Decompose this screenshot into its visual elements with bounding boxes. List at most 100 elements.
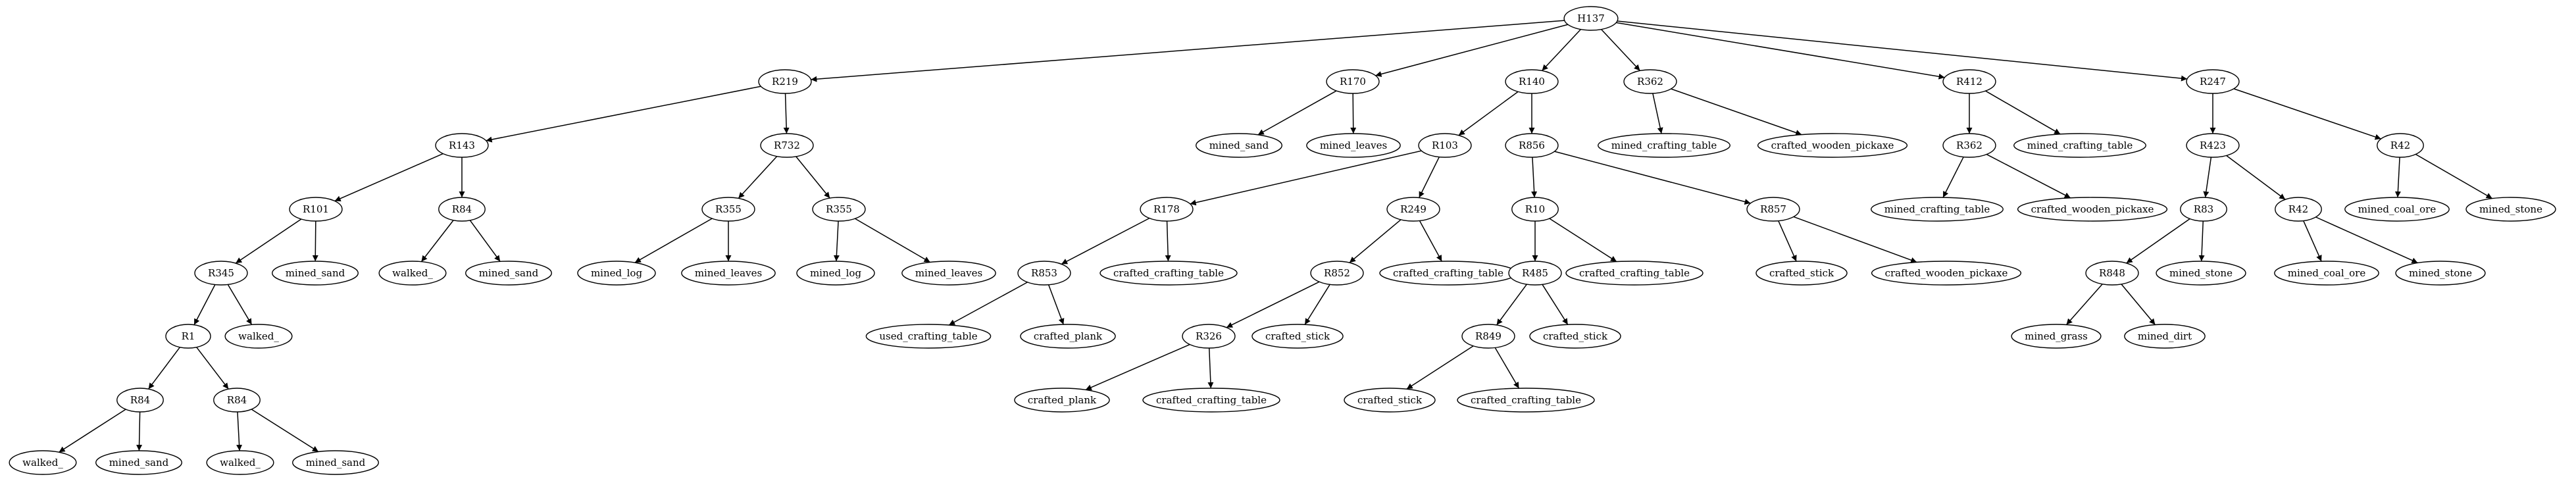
- node-label: R249: [1400, 203, 1427, 215]
- node-label: mined_sand: [306, 457, 366, 468]
- node-label: walked_: [22, 457, 63, 468]
- edge-n25-to-n46: [1549, 218, 1617, 263]
- node-ellipse: [438, 197, 486, 222]
- node-label: crafted_crafting_table: [1113, 267, 1224, 279]
- node-label: mined_stone: [2169, 267, 2233, 279]
- node-ellipse: [435, 133, 489, 158]
- node-r103: R103: [1418, 133, 1472, 158]
- node-ellipse: [165, 324, 211, 349]
- node-label: R1: [182, 330, 195, 342]
- node-ellipse: [758, 69, 812, 94]
- edge-n57-to-n66: [1207, 347, 1214, 389]
- node-crafted-stick: crafted_stick: [1344, 388, 1436, 413]
- edge-n63-to-n69: [59, 409, 126, 453]
- node-label: crafted_crafting_table: [1393, 267, 1503, 279]
- node-label: crafted_crafting_table: [1579, 267, 1690, 279]
- node-label: R143: [449, 139, 475, 151]
- node-r42: R42: [2377, 133, 2424, 158]
- edge-n22-to-n40: [855, 218, 930, 263]
- node-ellipse: [1099, 261, 1238, 286]
- node-label: R853: [1031, 267, 1057, 279]
- node-label: R84: [227, 394, 247, 406]
- node-r101: R101: [289, 197, 343, 222]
- node-r84: R84: [213, 388, 261, 413]
- node-crafted-crafting-table: crafted_crafting_table: [1099, 261, 1238, 286]
- node-r485: R485: [1508, 261, 1562, 286]
- node-ellipse: [1565, 261, 1704, 286]
- edge-n20-to-n35: [420, 220, 454, 263]
- edge-n33-to-n54: [227, 284, 253, 325]
- node-r84: R84: [438, 197, 486, 222]
- node-label: mined_log: [810, 267, 861, 279]
- edge-n21-to-n37: [634, 218, 713, 263]
- edge-n0-to-n6: [1617, 20, 2188, 82]
- node-ellipse: [1563, 6, 1619, 31]
- node-mined-log: mined_log: [796, 261, 875, 286]
- edge-n15-to-n27: [1942, 157, 1964, 198]
- edge-n30-to-n52: [2315, 216, 2418, 264]
- node-label: R178: [1153, 203, 1180, 215]
- node-r853: R853: [1017, 261, 1071, 286]
- node-mined-sand: mined_sand: [95, 450, 182, 475]
- node-crafted-wooden-pickaxe: crafted_wooden_pickaxe: [1757, 133, 1908, 158]
- node-label: mined_crafting_table: [2027, 139, 2133, 151]
- node-label: R83: [2194, 203, 2213, 215]
- edge-n4-to-n14: [1671, 88, 1802, 136]
- node-label: R485: [1522, 267, 1548, 279]
- edge-n45-to-n60: [1542, 284, 1569, 325]
- node-ellipse: [2180, 197, 2227, 222]
- node-ellipse: [681, 261, 776, 286]
- node-ellipse: [1140, 197, 1194, 222]
- edge-n6-to-n18: [2233, 88, 2381, 140]
- node-ellipse: [1746, 197, 1800, 222]
- node-crafted-stick: crafted_stick: [1529, 324, 1621, 349]
- node-r219: R219: [758, 69, 812, 94]
- node-ellipse: [1142, 388, 1280, 413]
- node-r857: R857: [1746, 197, 1800, 222]
- node-ellipse: [2013, 133, 2146, 158]
- node-label: R732: [774, 139, 800, 151]
- node-walked: walked_: [224, 324, 293, 349]
- node-label: R856: [1519, 139, 1545, 151]
- node-ellipse: [901, 261, 996, 286]
- node-walked: walked_: [206, 450, 274, 475]
- node-label: R412: [1956, 76, 1983, 88]
- node-label: R355: [715, 203, 742, 215]
- node-ellipse: [1326, 69, 1380, 94]
- node-mined-coal-ore: mined_coal_ore: [2344, 197, 2450, 222]
- node-ellipse: [213, 388, 261, 413]
- node-ellipse: [2156, 261, 2246, 286]
- node-r143: R143: [435, 133, 489, 158]
- node-ellipse: [1942, 133, 1996, 158]
- node-label: crafted_stick: [1357, 394, 1423, 406]
- edge-n64-to-n72: [251, 409, 319, 453]
- edge-n49-to-n61: [2065, 284, 2103, 325]
- node-label: mined_stone: [2409, 267, 2472, 279]
- node-ellipse: [2085, 261, 2139, 286]
- node-r249: R249: [1386, 197, 1440, 222]
- edge-n43-to-n57: [1226, 281, 1320, 328]
- node-label: R170: [1340, 76, 1366, 88]
- node-crafted-plank: crafted_plank: [1020, 324, 1116, 349]
- node-label: R362: [1637, 76, 1663, 88]
- node-r362: R362: [1942, 133, 1996, 158]
- node-label: mined_stone: [2479, 203, 2542, 215]
- node-label: walked_: [238, 330, 279, 342]
- node-ellipse: [1505, 69, 1559, 94]
- edge-n20-to-n36: [469, 220, 501, 262]
- node-ellipse: [1310, 261, 1364, 286]
- node-ellipse: [1757, 133, 1908, 158]
- node-label: mined_crafting_table: [1884, 203, 1990, 215]
- node-label: R326: [1196, 330, 1222, 342]
- node-label: crafted_crafting_table: [1471, 394, 1581, 406]
- node-label: R84: [130, 394, 150, 406]
- node-label: mined_sand: [286, 267, 345, 279]
- edge-n30-to-n51: [2303, 220, 2322, 262]
- edge-n19-to-n34: [312, 220, 318, 262]
- node-ellipse: [9, 450, 77, 475]
- node-label: R247: [2200, 76, 2226, 88]
- edge-n4-to-n13: [1652, 93, 1663, 134]
- node-ellipse: [1014, 388, 1110, 413]
- node-ellipse: [289, 197, 343, 222]
